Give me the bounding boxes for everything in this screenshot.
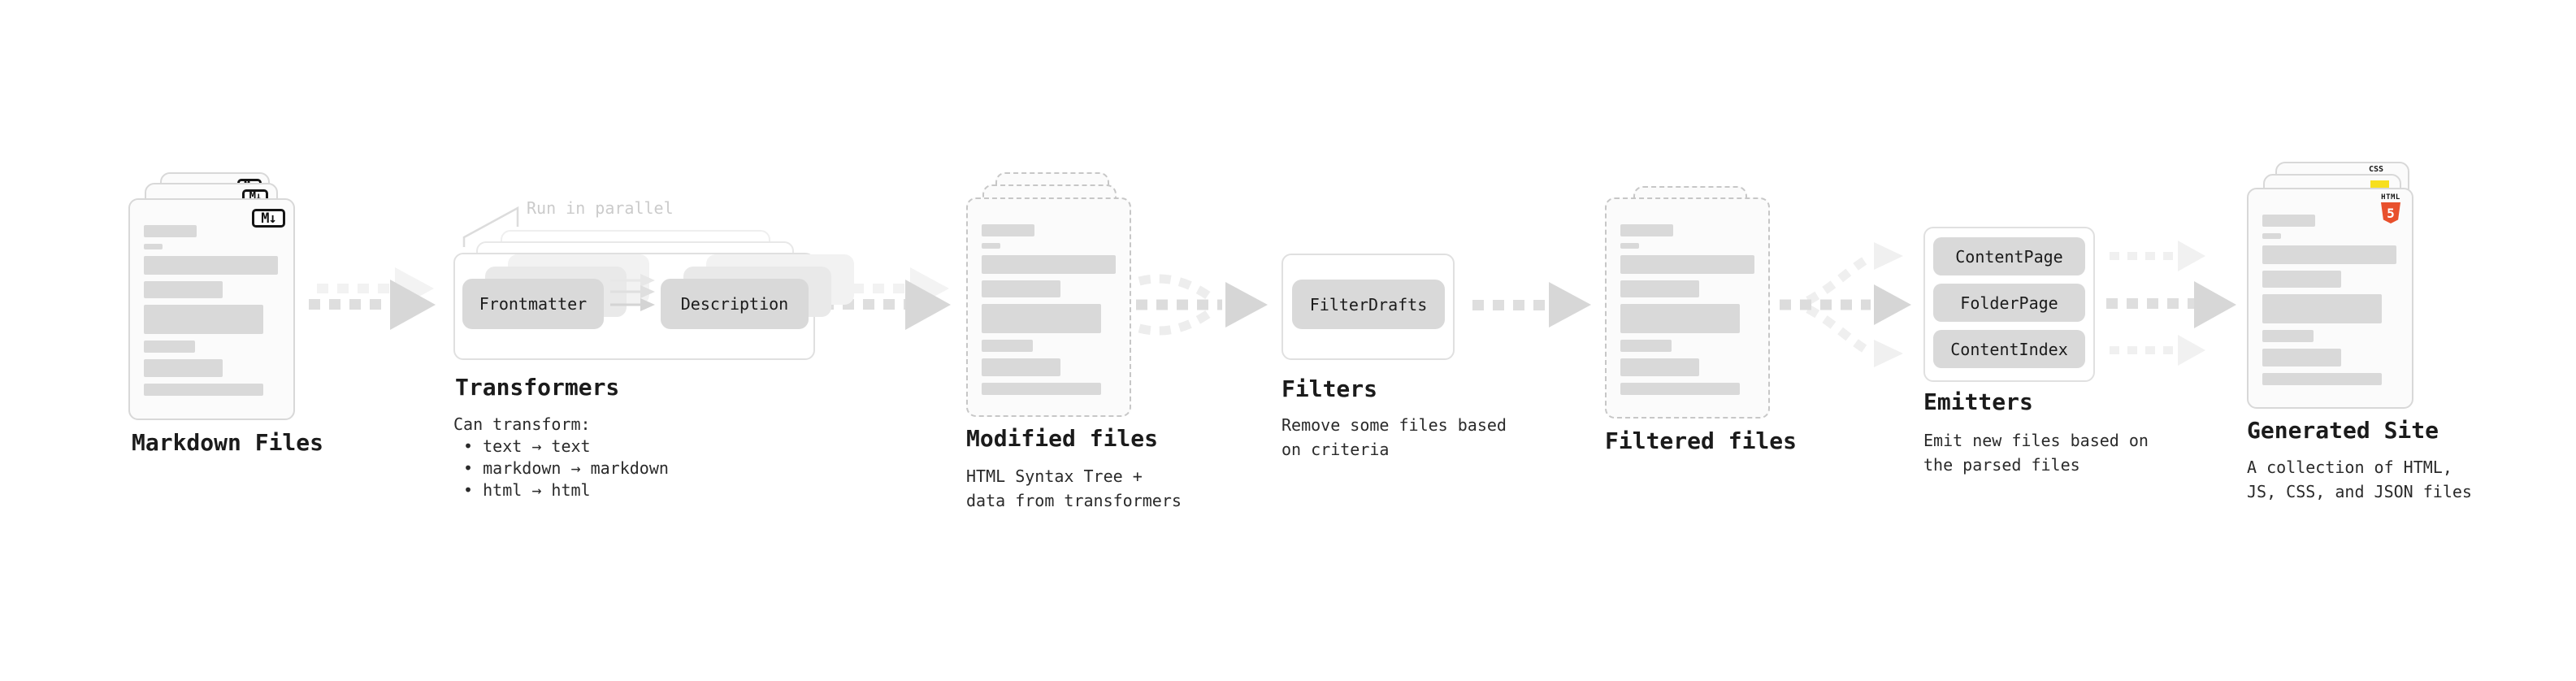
mini-arrow-bottom <box>610 298 655 311</box>
skeleton-bar <box>2262 349 2341 367</box>
generated-site-card: HTML 5 <box>2247 188 2413 409</box>
emitter-button-contentindex: ContentIndex <box>1933 330 2085 368</box>
arrow-head <box>2178 335 2205 366</box>
skeleton-bar <box>144 305 263 334</box>
emitter-button-folderpage: FolderPage <box>1933 284 2085 322</box>
transformer-button-frontmatter: Frontmatter <box>462 279 604 329</box>
arrow-dashes <box>2110 346 2178 354</box>
skeleton-bar <box>144 340 195 353</box>
skeleton-bar <box>144 384 263 396</box>
stage-title-generated-site: Generated Site <box>2247 417 2439 444</box>
arrow-head <box>2178 241 2205 271</box>
stage-description-generated-site: A collection of HTML, JS, CSS, and JSON … <box>2247 458 2472 501</box>
skeleton-bar <box>982 280 1060 297</box>
transformer-button-description: Description <box>661 279 809 329</box>
emitter-button-contentpage: ContentPage <box>1933 237 2085 275</box>
mini-arrow-middle <box>610 285 655 298</box>
skeleton-bar <box>982 304 1101 333</box>
skeleton-bar <box>2262 233 2281 239</box>
mini-arrow-top <box>610 274 655 287</box>
run-in-parallel-note: Run in parallel <box>527 198 674 218</box>
filtered-file-card <box>1605 197 1770 419</box>
html5-icon: HTML 5 <box>2381 193 2400 223</box>
js-icon <box>2370 180 2389 189</box>
fan-in-arrow <box>1136 274 1268 336</box>
stage-description-filters: Remove some files based on criteria <box>1281 415 1507 459</box>
skeleton-lines <box>1620 224 1754 395</box>
skeleton-bar <box>1620 280 1699 297</box>
stage-title-emitters: Emitters <box>1923 388 2033 415</box>
skeleton-bar <box>2262 245 2396 264</box>
arrow-dashes <box>2110 252 2178 260</box>
skeleton-bar <box>1620 243 1639 249</box>
skeleton-bar <box>144 244 163 249</box>
arrow-dashes <box>309 299 390 310</box>
skeleton-bar <box>1620 358 1699 376</box>
skeleton-bar <box>1620 340 1672 352</box>
leader-line <box>462 206 519 247</box>
markdown-file-card: M↓ <box>128 198 295 420</box>
skeleton-bar <box>1620 255 1754 274</box>
arrow-dashes <box>2106 298 2194 309</box>
skeleton-lines <box>144 225 278 396</box>
stage-title-modified-files: Modified files <box>966 425 1159 452</box>
skeleton-bar <box>982 255 1116 274</box>
stage-title-filters: Filters <box>1281 375 1378 402</box>
stage-title-markdown-files: Markdown Files <box>132 429 324 456</box>
filter-button-filterdrafts: FilterDrafts <box>1292 280 1445 329</box>
skeleton-bar <box>144 359 223 377</box>
skeleton-bar <box>2262 294 2382 323</box>
arrow-head <box>1549 282 1591 327</box>
skeleton-bar <box>982 340 1033 352</box>
skeleton-bar <box>144 256 278 275</box>
fan-out-arrow <box>1780 242 1911 367</box>
skeleton-bar <box>982 358 1060 376</box>
skeleton-bar <box>1620 383 1740 395</box>
skeleton-lines <box>982 224 1116 395</box>
arrow-dashes-ghost <box>317 284 395 293</box>
arrow-dashes <box>1472 300 1549 310</box>
stage-description-emitters: Emit new files based on the parsed files <box>1923 431 2149 475</box>
skeleton-bar <box>144 281 223 298</box>
parallel-arrows-and-leader <box>462 206 655 311</box>
skeleton-bar <box>144 225 197 237</box>
skeleton-bar <box>982 383 1101 395</box>
skeleton-bar <box>2262 330 2314 342</box>
html5-shield: 5 <box>2381 202 2400 223</box>
skeleton-bar <box>2262 271 2341 288</box>
stage-description-modified-files: HTML Syntax Tree + data from transformer… <box>966 466 1182 510</box>
arrow-head <box>2194 281 2236 328</box>
skeleton-bar <box>2262 373 2382 385</box>
skeleton-bar <box>982 243 1000 249</box>
stage-title-filtered-files: Filtered files <box>1605 427 1798 454</box>
markdown-icon: M↓ <box>252 209 285 228</box>
skeleton-bar <box>982 224 1034 236</box>
skeleton-bar <box>1620 304 1740 333</box>
skeleton-lines <box>2262 215 2396 385</box>
skeleton-bar <box>1620 224 1673 236</box>
stage-title-transformers: Transformers <box>455 374 620 401</box>
skeleton-bar <box>2262 215 2315 227</box>
stage-description-transformers: Can transform: • text → text • markdown … <box>453 414 669 500</box>
modified-file-card <box>966 197 1131 417</box>
